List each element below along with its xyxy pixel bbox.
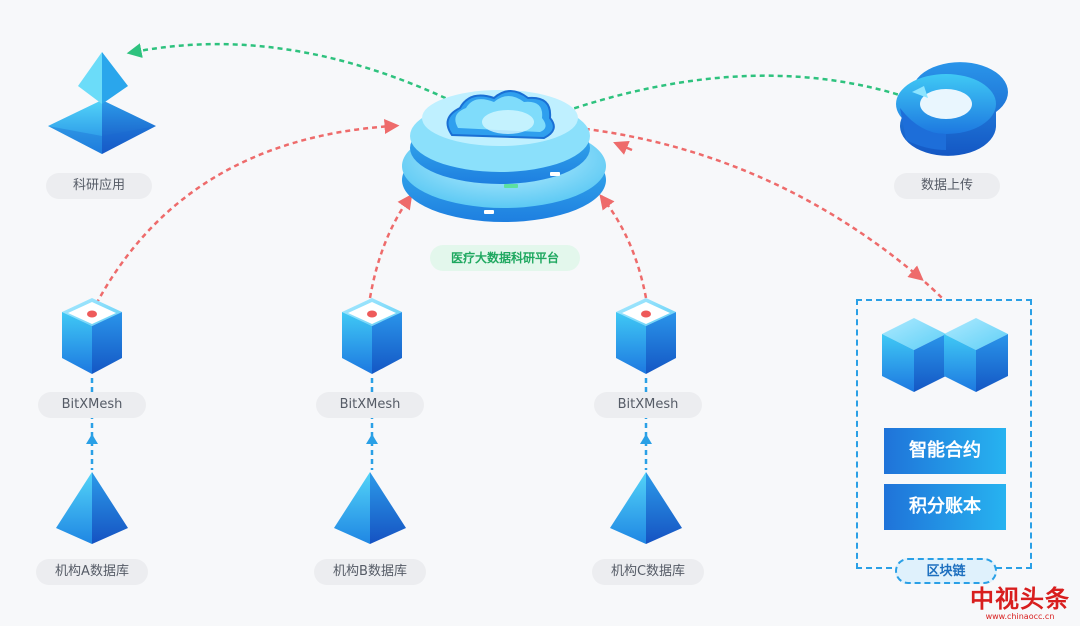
smart-contract-block: 智能合约 xyxy=(884,428,1006,474)
pyramid-db-icon-b xyxy=(334,472,406,544)
pyramid-db-icon-c xyxy=(610,472,682,544)
mesh-c-label: BitXMesh xyxy=(594,392,702,418)
db-a-label: 机构A数据库 xyxy=(36,559,148,585)
watermark: 中视头条 www.chinaocc.cn xyxy=(962,586,1078,624)
green-link-platform-to-research-app xyxy=(126,42,487,120)
double-cube-icon xyxy=(882,318,1008,392)
db-b-label: 机构B数据库 xyxy=(314,559,426,585)
green-link-upload-to-platform xyxy=(513,74,916,133)
mesh-b-label: BitXMesh xyxy=(316,392,424,418)
points-ledger-block: 积分账本 xyxy=(884,484,1006,530)
cube-node-icon-b xyxy=(342,298,402,374)
red-link-mesh-a-to-platform xyxy=(90,119,400,313)
pyramid-db-icon-a xyxy=(56,472,128,544)
mesh-a-label: BitXMesh xyxy=(38,392,146,418)
ring-cycle-icon xyxy=(896,62,1008,156)
data-upload-label: 数据上传 xyxy=(894,173,1000,199)
cloud-platform-icon xyxy=(402,90,606,222)
watermark-main: 中视头条 xyxy=(970,585,1070,613)
pyramid-stack-icon xyxy=(48,52,156,154)
blue-link-db-c-to-mesh-c xyxy=(640,378,652,470)
platform-label: 医疗大数据科研平台 xyxy=(430,245,580,271)
cube-node-icon-a xyxy=(62,298,122,374)
blue-link-db-a-to-mesh-a xyxy=(86,378,98,470)
blockchain-label: 区块链 xyxy=(895,558,997,584)
blue-link-db-b-to-mesh-b xyxy=(366,378,378,470)
db-c-label: 机构C数据库 xyxy=(592,559,704,585)
research-app-label: 科研应用 xyxy=(46,173,152,199)
watermark-sub: www.chinaocc.cn xyxy=(985,612,1055,621)
cube-node-icon-c xyxy=(616,298,676,374)
